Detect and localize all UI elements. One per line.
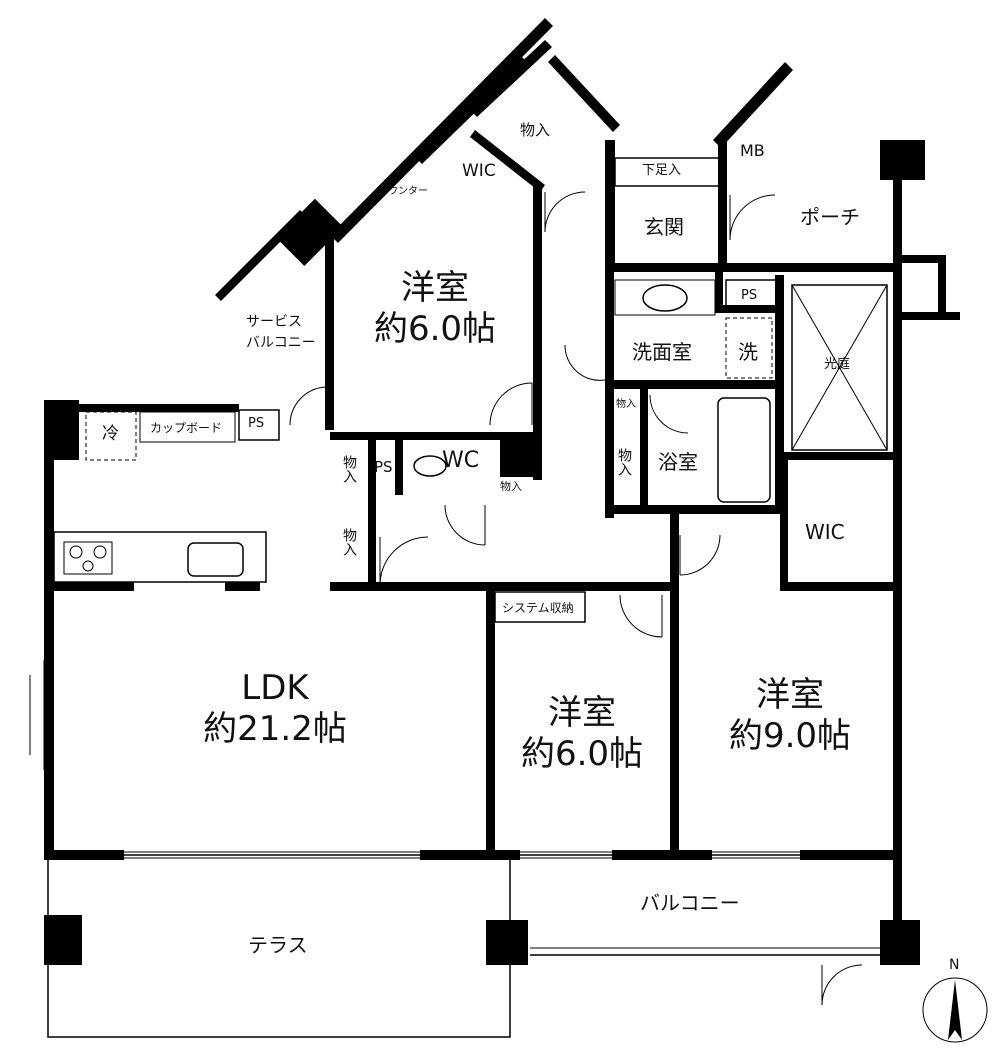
- ps-wash-box: [725, 279, 777, 313]
- washbasin: [642, 284, 688, 312]
- bedroom-north-label: 洋室 約6.0帖: [355, 268, 515, 351]
- storage-top-label: 物入: [520, 121, 551, 139]
- cupboard-box: [139, 411, 236, 443]
- door-swings: [289, 191, 863, 1006]
- wic-top-label: WIC: [462, 161, 496, 181]
- stove-icon: [63, 541, 113, 575]
- storage-wc-label: 物入: [500, 480, 522, 493]
- counter-label: カウンター: [378, 186, 428, 197]
- system-storage-label: システム収納: [502, 601, 574, 615]
- room-size: 約6.0帖: [520, 734, 644, 775]
- ps-wash-label: PS: [741, 288, 758, 303]
- entrance-label: 玄関: [644, 215, 684, 239]
- walls: [44, 18, 960, 965]
- wc-label: WC: [442, 448, 480, 473]
- ps-wc-label: PS: [374, 458, 393, 476]
- bathtub: [717, 397, 771, 503]
- storage-bath-label: 物入: [616, 448, 632, 476]
- fridge-label: 冷: [102, 424, 119, 444]
- storage-left1-label: 物入: [341, 455, 357, 483]
- light-court-box: [791, 284, 888, 451]
- windows: [29, 660, 800, 859]
- toilet: [413, 455, 447, 477]
- system-storage-box: [494, 591, 586, 623]
- service-balcony-label: サービス バルコニー: [246, 314, 316, 351]
- washer-label: 洗: [738, 340, 758, 364]
- storage-left2-label: 物入: [341, 528, 357, 556]
- light-court-label: 光庭: [824, 357, 851, 372]
- ps-kitchen-label: PS: [248, 416, 265, 431]
- room-size: 約6.0帖: [373, 309, 497, 350]
- bedroom-east-label: 洋室 約9.0帖: [710, 675, 870, 758]
- room-name: 洋室: [548, 693, 616, 733]
- ps-kitchen-box: [238, 409, 280, 441]
- room-size: 約9.0帖: [728, 716, 852, 757]
- sink: [187, 542, 244, 577]
- cupboard-label: カップボード: [150, 421, 223, 435]
- bath-label: 浴室: [658, 450, 698, 474]
- ldk-label: LDK 約21.2帖: [165, 668, 385, 751]
- porch-label: ポーチ: [800, 205, 860, 229]
- room-name: LDK: [241, 668, 309, 708]
- terrace-label: テラス: [248, 933, 308, 957]
- washroom-label: 洗面室: [632, 340, 692, 364]
- north-label: N: [949, 957, 960, 973]
- mb-label: MB: [740, 141, 765, 160]
- room-size: 約21.2帖: [203, 709, 347, 750]
- north-arrow: [922, 977, 988, 1043]
- kitchen-counter: [53, 531, 267, 583]
- storage-small-label: 物入: [616, 399, 636, 410]
- bedroom-center-label: 洋室 約6.0帖: [502, 693, 662, 776]
- washer-box: [725, 317, 773, 379]
- shoe-storage-box: [614, 157, 721, 187]
- balcony-label: バルコニー: [640, 891, 740, 915]
- shoe-storage-label: 下足入: [642, 163, 682, 178]
- room-name: 洋室: [756, 675, 824, 715]
- wic-east-label: WIC: [805, 520, 845, 544]
- fridge-box: [85, 411, 137, 461]
- room-name: 洋室: [401, 268, 469, 308]
